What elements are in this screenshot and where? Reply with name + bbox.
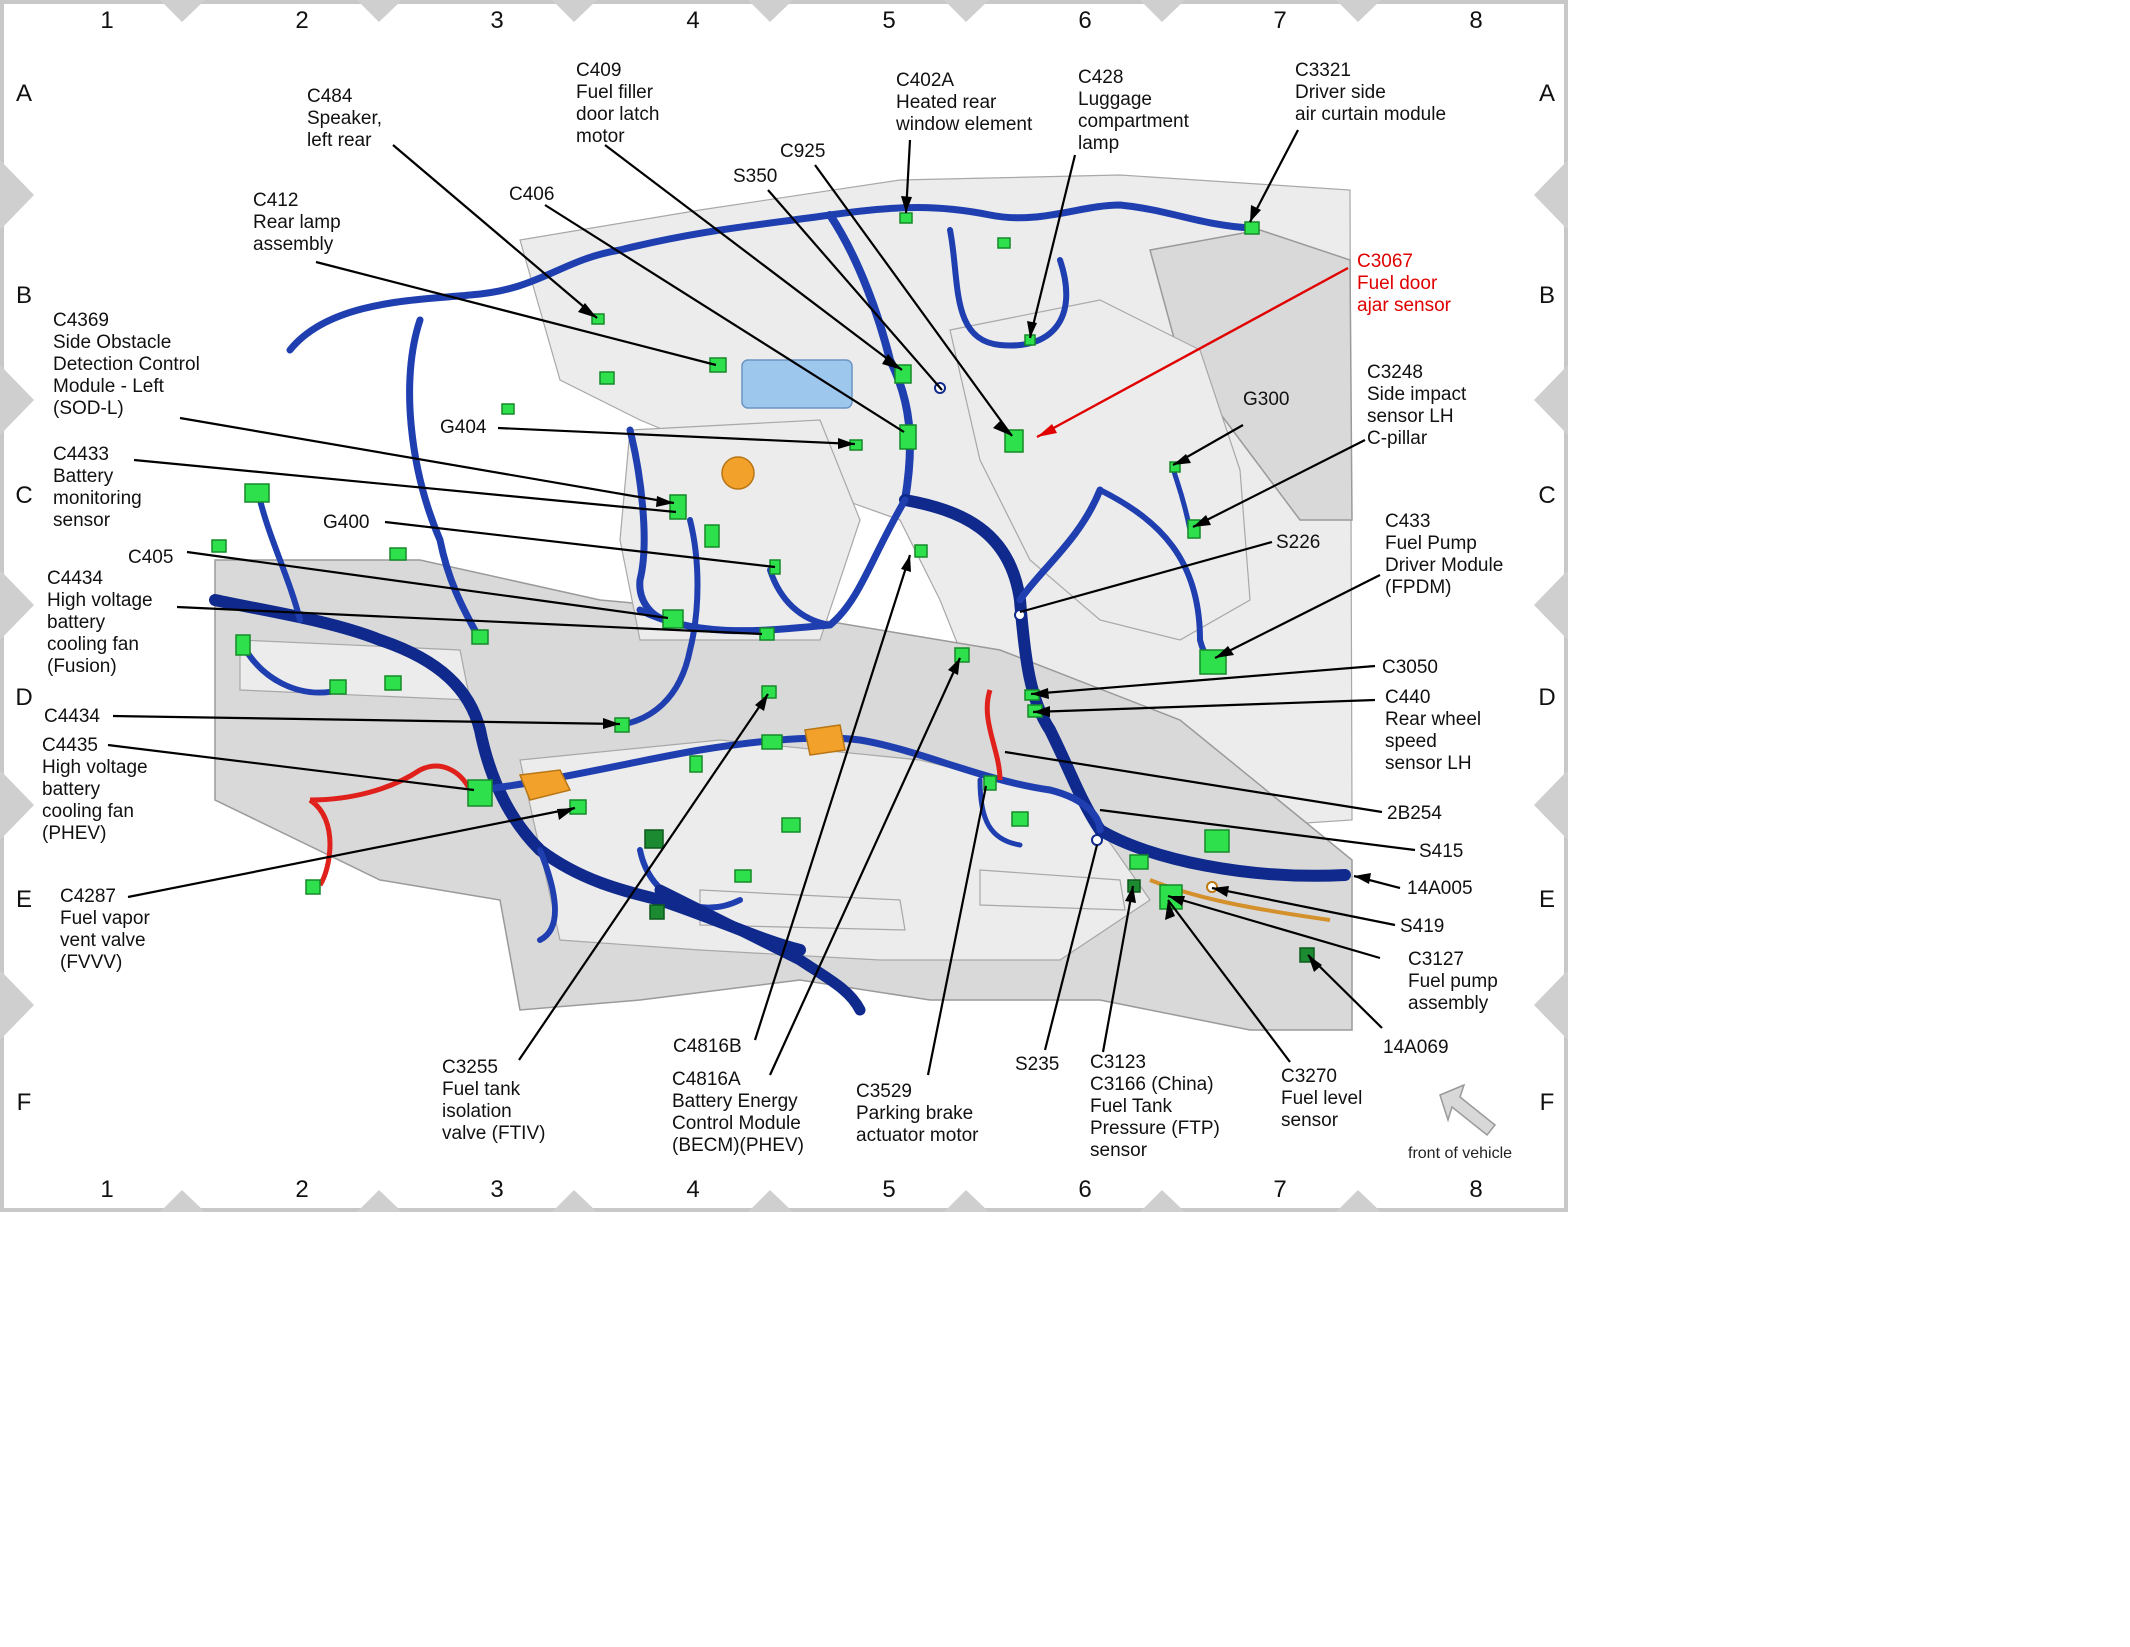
callout-c3050: C3050: [1382, 657, 1438, 678]
leader-lines: [107, 129, 1416, 1076]
callout-g400: G400: [323, 512, 369, 533]
callout-c4434: C4434: [44, 706, 100, 727]
front-of-vehicle-label: front of vehicle: [1408, 1145, 1512, 1162]
callout-14a005: 14A005: [1407, 878, 1473, 899]
grid-col-2-bottom: 2: [295, 1176, 308, 1203]
callout-c4816b: C4816B: [673, 1036, 742, 1057]
arrow-icon: [1439, 1083, 1497, 1137]
grid-col-5-top: 5: [882, 7, 895, 34]
callout-14a069: 14A069: [1383, 1037, 1449, 1058]
callout-s235: S235: [1015, 1054, 1059, 1075]
grid-row-d-right: D: [1538, 684, 1555, 711]
callout-2b254: 2B254: [1387, 803, 1442, 824]
grid-col-6-bottom: 6: [1078, 1176, 1091, 1203]
grid-col-8-bottom: 8: [1469, 1176, 1482, 1203]
grid-row-c-right: C: [1538, 482, 1555, 509]
callout-c406: C406: [509, 184, 554, 205]
callout-s350: S350: [733, 166, 777, 187]
grid-col-4-bottom: 4: [686, 1176, 699, 1203]
grid-row-a-right: A: [1539, 80, 1555, 107]
grid-row-a-left: A: [16, 80, 32, 107]
grid-col-2-top: 2: [295, 7, 308, 34]
grid-row-f-right: F: [1540, 1089, 1555, 1116]
grid-col-3-bottom: 3: [490, 1176, 503, 1203]
callout-g300: G300: [1243, 389, 1289, 410]
grid-col-7-bottom: 7: [1273, 1176, 1286, 1203]
grid-col-7-top: 7: [1273, 7, 1286, 34]
callout-s415: S415: [1419, 841, 1463, 862]
vehicle-body: [214, 174, 1353, 1031]
grid-row-b-right: B: [1539, 282, 1555, 309]
callout-g404: G404: [440, 417, 487, 438]
grid-col-5-bottom: 5: [882, 1176, 895, 1203]
grid-row-c-left: C: [15, 482, 32, 509]
callout-s419: S419: [1400, 916, 1444, 937]
grid-labels: 1 2 3 4 5 6 7 8 1 2 3 4 5 6 7 8 A B C D …: [15, 7, 1555, 1203]
grid-col-1-bottom: 1: [100, 1176, 113, 1203]
grid-frame: [0, 0, 1568, 1212]
grid-col-8-top: 8: [1469, 7, 1482, 34]
grid-row-e-right: E: [1539, 886, 1555, 913]
grid-row-d-left: D: [15, 684, 32, 711]
callout-c405: C405: [128, 547, 173, 568]
grid-col-4-top: 4: [686, 7, 699, 34]
connectors: [211, 212, 1315, 963]
grid-row-f-left: F: [17, 1089, 32, 1116]
callout-c925: C925: [780, 141, 825, 162]
front-of-vehicle-indicator: front of vehicle: [1408, 1083, 1512, 1162]
grid-row-b-left: B: [16, 282, 32, 309]
grid-col-1-top: 1: [100, 7, 113, 34]
grid-row-e-left: E: [16, 886, 32, 913]
wiring-diagram: 1 2 3 4 5 6 7 8 1 2 3 4 5 6 7 8 A B C D …: [0, 0, 1568, 1212]
callout-s226: S226: [1276, 532, 1320, 553]
grid-col-6-top: 6: [1078, 7, 1091, 34]
grid-col-3-top: 3: [490, 7, 503, 34]
